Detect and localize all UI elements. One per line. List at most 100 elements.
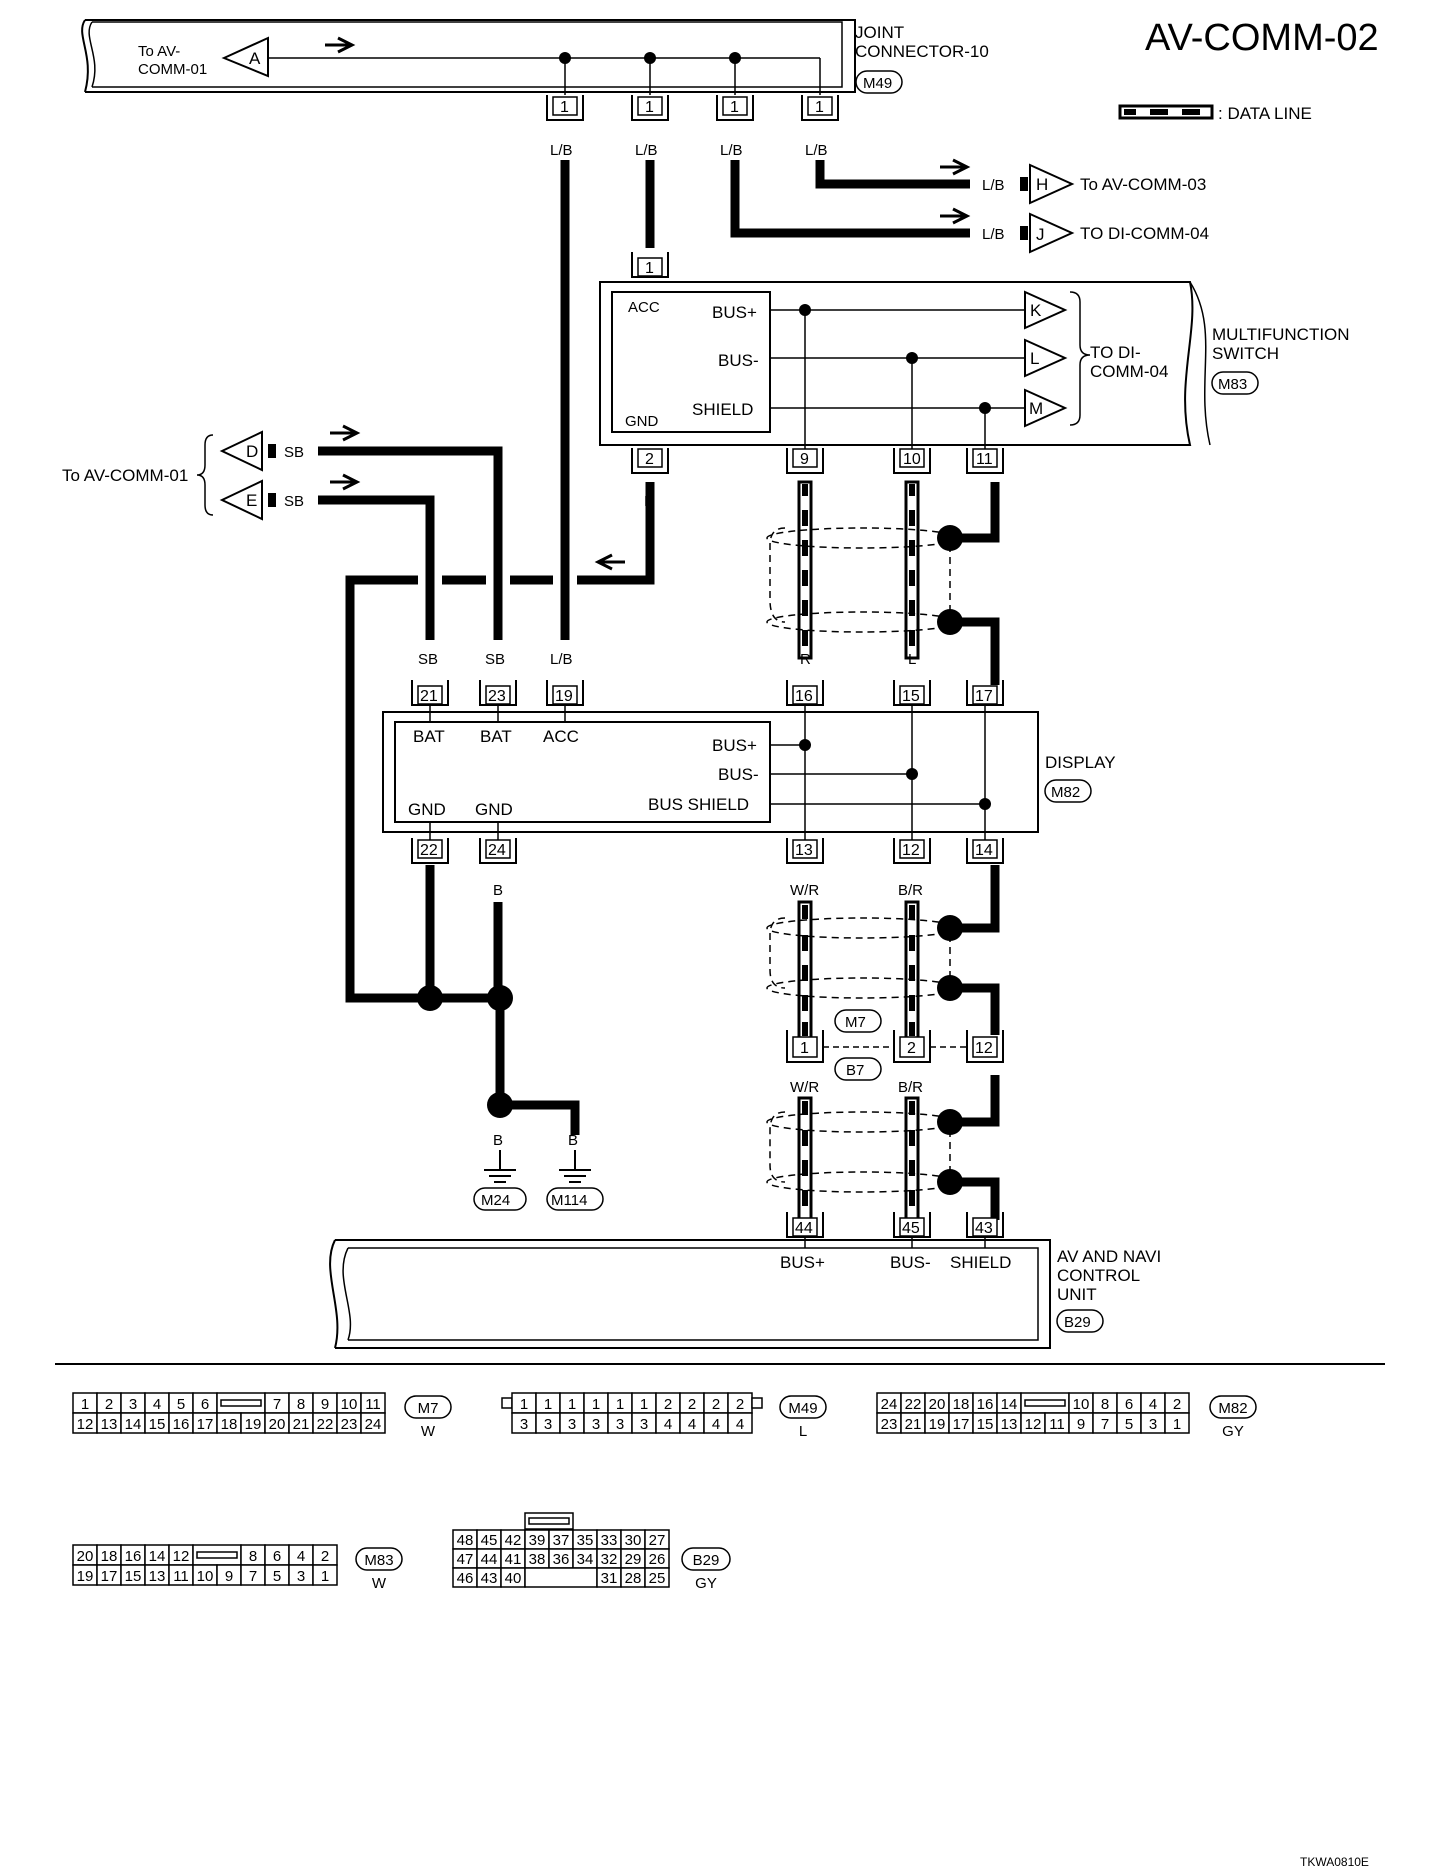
- svg-text:35: 35: [577, 1532, 594, 1549]
- svg-text:9: 9: [800, 451, 809, 468]
- mfs-wire-gnd: B: [644, 493, 654, 510]
- svg-text:17: 17: [953, 1416, 970, 1433]
- svg-text:1: 1: [730, 99, 739, 116]
- mfs-name-1: MULTIFUNCTION: [1212, 325, 1350, 344]
- joint-code-badge: M49: [855, 70, 903, 94]
- connector-cavity: 21: [288, 1412, 314, 1434]
- joint-name-2: CONNECTOR-10: [855, 42, 989, 61]
- connector-cavity: 2: [703, 1392, 729, 1414]
- avnavi-pin: 44: [786, 1212, 824, 1238]
- svg-text:16: 16: [795, 688, 813, 705]
- svg-text:3: 3: [592, 1416, 600, 1433]
- connector-cavity: 14: [144, 1544, 170, 1566]
- svg-text:2: 2: [736, 1396, 744, 1413]
- connector-cavity: 15: [120, 1564, 146, 1586]
- connector-cavity: 15: [972, 1412, 998, 1434]
- connector-cavity: 8: [1092, 1392, 1118, 1414]
- joint-wire-color: L/B: [720, 142, 743, 159]
- connector-cavity: 30: [620, 1529, 646, 1550]
- svg-text:46: 46: [457, 1570, 474, 1587]
- avnavi-bus-plus: BUS+: [780, 1253, 825, 1272]
- svg-text:22: 22: [317, 1416, 334, 1433]
- display-gnd1: GND: [408, 800, 446, 819]
- svg-text:M7: M7: [418, 1400, 439, 1417]
- twisted-shield: [766, 917, 958, 999]
- connector-cavity: 1: [1164, 1412, 1190, 1434]
- mfs-internal-lines: [770, 309, 1025, 450]
- connector-cavity: 19: [924, 1412, 950, 1434]
- svg-text:43: 43: [975, 1220, 993, 1237]
- svg-text:12: 12: [902, 842, 920, 859]
- svg-text:48: 48: [457, 1532, 474, 1549]
- svg-text:3: 3: [616, 1416, 624, 1433]
- connector-cavity: 7: [1092, 1412, 1118, 1434]
- connector-cavity: 26: [644, 1548, 670, 1569]
- connector-cavity: 17: [192, 1412, 218, 1434]
- joint-wire-color: L/B: [635, 142, 658, 159]
- connector-cavity: 8: [240, 1544, 266, 1566]
- svg-text:2: 2: [645, 451, 654, 468]
- shield-drain: [937, 975, 963, 1001]
- svg-text:To AV-COMM-01: To AV-COMM-01: [62, 466, 188, 485]
- svg-text:3: 3: [129, 1396, 137, 1413]
- ground-flow-arrow: [594, 553, 625, 571]
- connector-cavity: 5: [264, 1564, 290, 1586]
- svg-text:3: 3: [520, 1416, 528, 1433]
- connector-cavity: 4: [1140, 1392, 1166, 1414]
- svg-text:13: 13: [1001, 1416, 1018, 1433]
- svg-text:39: 39: [529, 1532, 546, 1549]
- connector-cavity: 12: [72, 1412, 98, 1434]
- mfs-outputs: K L M TO DI- COMM-04: [1024, 290, 1168, 428]
- connector-color: W: [421, 1423, 436, 1440]
- connector-cavity: 2: [312, 1544, 338, 1566]
- svg-text:11: 11: [365, 1396, 381, 1413]
- connector-cavity: 4: [727, 1412, 753, 1434]
- svg-text:17: 17: [101, 1568, 118, 1585]
- figure-id: TKWA0810E: [1300, 1855, 1369, 1869]
- avnavi-bus-minus: BUS-: [890, 1253, 931, 1272]
- svg-text:6: 6: [273, 1548, 281, 1565]
- mfs-junction: [799, 304, 811, 316]
- connector-cavity: 46: [452, 1567, 478, 1588]
- svg-text:4: 4: [1149, 1396, 1157, 1413]
- connector-cavity: 1: [511, 1392, 537, 1414]
- svg-text:11: 11: [1049, 1416, 1065, 1433]
- joint-name-1: JOINT: [855, 23, 904, 42]
- svg-text:27: 27: [649, 1532, 666, 1549]
- connector-cavity: 25: [644, 1567, 670, 1588]
- connector-cavity: 42: [500, 1529, 526, 1550]
- svg-text:B: B: [493, 1132, 503, 1149]
- display-bat1: BAT: [413, 727, 445, 746]
- mid-wire-br: B/R: [898, 1079, 923, 1096]
- twisted-shield: [766, 527, 958, 633]
- svg-text:28: 28: [625, 1570, 642, 1587]
- connector-cavity: 18: [948, 1392, 974, 1414]
- display-wire-sb1: SB: [418, 651, 438, 668]
- shield-drain: [937, 915, 963, 941]
- svg-text:44: 44: [481, 1551, 498, 1568]
- svg-text:1: 1: [645, 99, 654, 116]
- wire-crossings: [425, 566, 570, 594]
- connector-cavity: 8: [288, 1392, 314, 1414]
- left-links: To AV-COMM-01 D SB E SB: [62, 424, 361, 521]
- svg-text:41: 41: [505, 1551, 522, 1568]
- svg-text:17: 17: [975, 688, 993, 705]
- svg-text:1: 1: [520, 1396, 528, 1413]
- connector-color: W: [372, 1575, 387, 1592]
- avnavi-pin: 43: [966, 1212, 1004, 1238]
- svg-text:20: 20: [929, 1396, 946, 1413]
- connector-cavity: 24: [876, 1392, 902, 1414]
- mfs-junction: [906, 352, 918, 364]
- svg-text:1: 1: [800, 1040, 809, 1057]
- svg-text:21: 21: [420, 688, 438, 705]
- display-bus-shield: BUS SHIELD: [648, 795, 749, 814]
- svg-text:13: 13: [149, 1568, 166, 1585]
- connector-cavity: 4: [703, 1412, 729, 1434]
- svg-text:B7: B7: [846, 1062, 864, 1079]
- svg-text:20: 20: [77, 1548, 94, 1565]
- svg-text:M82: M82: [1218, 1400, 1247, 1417]
- joint-pin: 1: [631, 95, 669, 121]
